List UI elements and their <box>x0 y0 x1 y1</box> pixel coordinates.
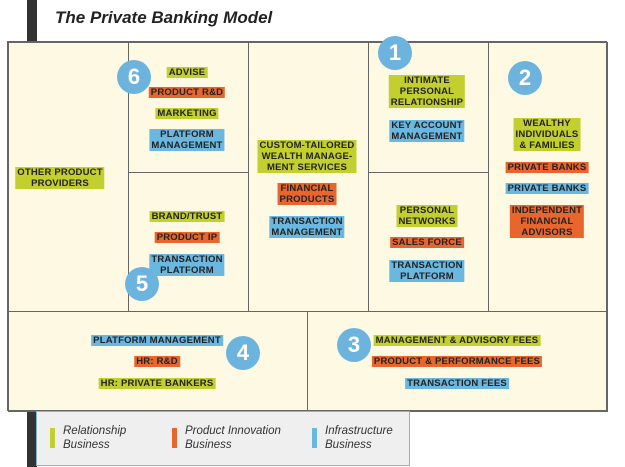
activities-tag-1: ADVISE <box>166 67 208 78</box>
relationships-number-badge: 1 <box>378 36 412 70</box>
activities-number-badge: 6 <box>117 60 151 94</box>
legend-label-product-innovation: Product Innovation Business <box>185 425 281 451</box>
left-accent-bar-top <box>27 0 37 41</box>
channels-tag-2: SALES FORCE <box>390 237 464 248</box>
activities-tag-3: MARKETING <box>155 108 219 119</box>
value-proposition-block <box>248 42 369 312</box>
activities-tag-2: PRODUCT R&D <box>148 87 226 98</box>
costs-tag-2: HR: R&D <box>134 356 180 367</box>
customer-segments-block <box>488 42 608 312</box>
revenue-number-badge: 3 <box>337 328 371 362</box>
legend-label-infrastructure: Infrastructure Business <box>325 425 393 451</box>
legend-swatch-infrastructure <box>312 428 317 448</box>
revenue-tag-3: TRANSACTION FEES <box>405 378 509 389</box>
segments-tag-2: PRIVATE BANKS <box>505 162 589 173</box>
legend-swatch-relationship <box>50 428 55 448</box>
revenue-tag-1: MANAGEMENT & ADVISORY FEES <box>373 335 541 346</box>
revenue-streams-block <box>307 311 608 412</box>
legend-label-relationship: Relationship Business <box>63 425 127 451</box>
page-title: The Private Banking Model <box>55 8 273 27</box>
resources-tag-1: BRAND/TRUST <box>149 211 225 222</box>
legend: Relationship Business Product Innovation… <box>36 411 410 466</box>
costs-tag-1: PLATFORM MANAGEMENT <box>91 335 223 346</box>
costs-tag-3: HR: PRIVATE BANKERS <box>98 378 216 389</box>
legend-swatch-product-innovation <box>172 428 177 448</box>
revenue-tag-2: PRODUCT & PERFORMANCE FEES <box>371 356 543 367</box>
resources-number-badge: 5 <box>125 267 159 301</box>
segments-number-badge: 2 <box>508 61 542 95</box>
resources-tag-2: PRODUCT IP <box>154 232 220 243</box>
segments-tag-3: PRIVATE BANKS <box>505 183 589 194</box>
costs-number-badge: 4 <box>226 336 260 370</box>
left-accent-bar-bottom <box>27 411 37 467</box>
